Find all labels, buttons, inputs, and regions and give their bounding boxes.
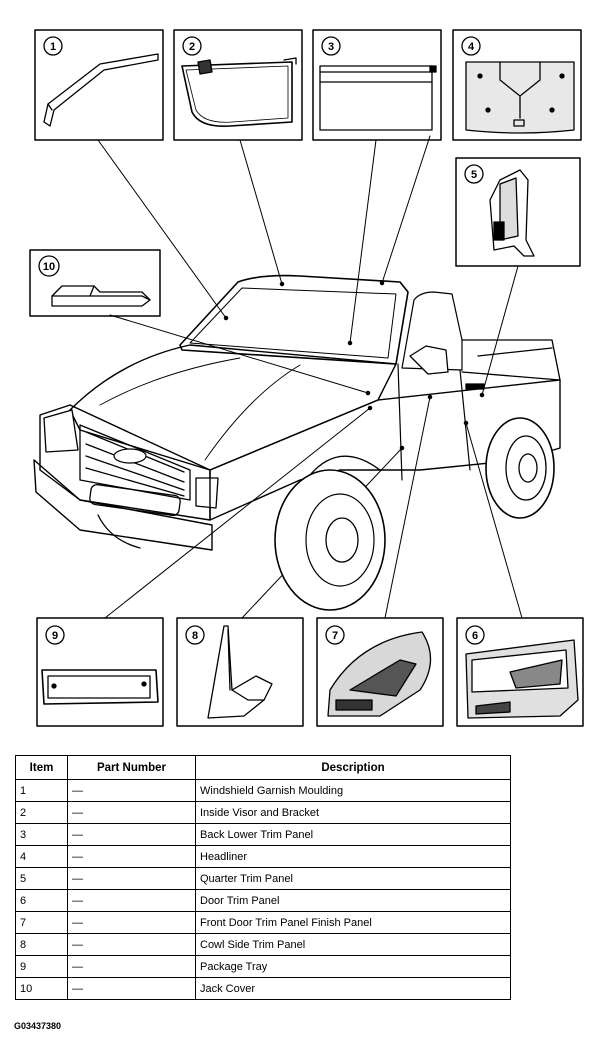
cell-item: 8 xyxy=(15,933,68,956)
callout-9-box: 9 xyxy=(36,617,164,727)
cell-item: 9 xyxy=(15,955,68,978)
table-row: 5—Quarter Trim Panel xyxy=(15,867,511,890)
table-row: 7—Front Door Trim Panel Finish Panel xyxy=(15,911,511,934)
cell-item: 3 xyxy=(15,823,68,846)
cell-description: Windshield Garnish Moulding xyxy=(195,779,511,802)
callout-5-box: 5 xyxy=(455,157,581,267)
cell-item: 4 xyxy=(15,845,68,868)
cell-description: Inside Visor and Bracket xyxy=(195,801,511,824)
callout-5-number: 5 xyxy=(471,169,477,181)
cell-item: 10 xyxy=(15,977,68,1000)
table-header-row: Item Part Number Description xyxy=(15,755,511,780)
cell-description: Back Lower Trim Panel xyxy=(195,823,511,846)
exploded-view-diagram: 1 2 3 4 5 xyxy=(29,29,584,727)
cell-item: 7 xyxy=(15,911,68,934)
callout-3-box: 3 xyxy=(312,29,442,141)
cell-part-number: — xyxy=(67,955,196,978)
cell-part-number: — xyxy=(67,933,196,956)
cell-description: Jack Cover xyxy=(195,977,511,1000)
callout-10-number: 10 xyxy=(43,261,55,273)
cell-part-number: — xyxy=(67,867,196,890)
cell-description: Quarter Trim Panel xyxy=(195,867,511,890)
table-row: 9—Package Tray xyxy=(15,955,511,978)
callout-7-box: 7 xyxy=(316,617,444,727)
cell-description: Cowl Side Trim Panel xyxy=(195,933,511,956)
pickup-truck-illustration xyxy=(33,274,561,611)
figure-code: G03437380 xyxy=(14,1021,62,1031)
cell-part-number: — xyxy=(67,977,196,1000)
cell-part-number: — xyxy=(67,911,196,934)
callout-10-box: 10 xyxy=(29,249,161,317)
callout-1-number: 1 xyxy=(50,41,56,53)
cell-description: Door Trim Panel xyxy=(195,889,511,912)
callout-4-box: 4 xyxy=(452,29,582,141)
header-part-number: Part Number xyxy=(67,755,196,780)
callout-2-box: 2 xyxy=(173,29,303,141)
callout-8-box: 8 xyxy=(176,617,304,727)
table-row: 1—Windshield Garnish Moulding xyxy=(15,779,511,802)
cell-item: 6 xyxy=(15,889,68,912)
callout-6-box: 6 xyxy=(456,617,584,727)
cell-part-number: — xyxy=(67,823,196,846)
table-row: 3—Back Lower Trim Panel xyxy=(15,823,511,846)
cell-item: 5 xyxy=(15,867,68,890)
callout-1-box: 1 xyxy=(34,29,164,141)
callout-8-number: 8 xyxy=(192,630,198,642)
parts-table: Item Part Number Description 1—Windshiel… xyxy=(15,755,511,1000)
header-description: Description xyxy=(195,755,511,780)
cell-part-number: — xyxy=(67,779,196,802)
table-row: 10—Jack Cover xyxy=(15,977,511,1000)
cell-part-number: — xyxy=(67,845,196,868)
callout-2-number: 2 xyxy=(189,41,195,53)
callout-7-number: 7 xyxy=(332,630,338,642)
cell-item: 2 xyxy=(15,801,68,824)
callout-4-number: 4 xyxy=(468,41,475,53)
cell-part-number: — xyxy=(67,889,196,912)
cell-part-number: — xyxy=(67,801,196,824)
cell-item: 1 xyxy=(15,779,68,802)
table-row: 2—Inside Visor and Bracket xyxy=(15,801,511,824)
cell-description: Headliner xyxy=(195,845,511,868)
cell-description: Package Tray xyxy=(195,955,511,978)
table-row: 4—Headliner xyxy=(15,845,511,868)
cell-description: Front Door Trim Panel Finish Panel xyxy=(195,911,511,934)
callout-3-number: 3 xyxy=(328,41,334,53)
table-row: 6—Door Trim Panel xyxy=(15,889,511,912)
callout-6-number: 6 xyxy=(472,630,478,642)
header-item: Item xyxy=(15,755,68,780)
table-row: 8—Cowl Side Trim Panel xyxy=(15,933,511,956)
callout-9-number: 9 xyxy=(52,630,58,642)
